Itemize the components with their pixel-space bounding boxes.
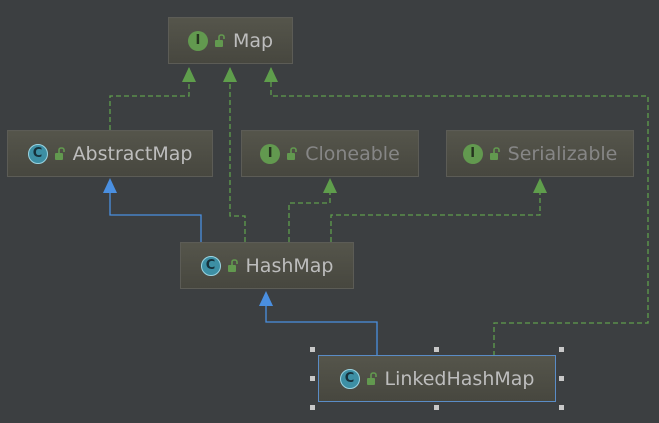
arrowhead-hashmap-abstractmap: [103, 178, 117, 193]
arrowhead-linkedhashmap-hashmap: [259, 291, 273, 306]
resize-handle-top-left[interactable]: [310, 347, 315, 352]
node-linked-hash-map[interactable]: C LinkedHashMap: [318, 355, 556, 402]
resize-handle-right[interactable]: [559, 376, 564, 381]
arrowhead-hashmap-serializable: [533, 178, 547, 193]
class-icon: C: [27, 143, 48, 164]
resize-handle-bottom[interactable]: [434, 405, 439, 410]
node-map[interactable]: I Map: [168, 17, 293, 64]
resize-handle-left[interactable]: [310, 376, 315, 381]
edge-linkedhashmap-to-hashmap: [265, 306, 378, 355]
arrowhead-linkedhashmap-map: [264, 67, 278, 82]
edge-hashmap-to-serializable: [330, 180, 541, 242]
node-serializable[interactable]: I Serializable: [446, 130, 634, 177]
resize-handle-top-right[interactable]: [559, 347, 564, 352]
arrowhead-hashmap-map: [223, 67, 237, 82]
unlocked-access-icon: [214, 33, 225, 47]
node-label: HashMap: [245, 254, 334, 277]
node-abstract-map[interactable]: C AbstractMap: [7, 130, 213, 177]
arrowhead-abstractmap-map: [182, 67, 196, 82]
unlocked-access-icon: [366, 371, 377, 385]
resize-handle-bottom-left[interactable]: [310, 405, 315, 410]
unlocked-access-icon: [489, 146, 500, 160]
node-label: Map: [232, 29, 274, 52]
node-label: Serializable: [507, 142, 618, 165]
edge-hashmap-to-cloneable: [288, 180, 331, 242]
node-hash-map[interactable]: C HashMap: [180, 242, 354, 289]
edge-hashmap-to-abstractmap: [109, 193, 202, 242]
class-icon: C: [339, 368, 360, 389]
node-label: AbstractMap: [72, 142, 193, 165]
resize-handle-top[interactable]: [434, 347, 439, 352]
unlocked-access-icon: [227, 258, 238, 272]
unlocked-access-icon: [287, 146, 298, 160]
node-cloneable[interactable]: I Cloneable: [241, 130, 419, 177]
edge-hashmap-to-map: [229, 68, 246, 242]
interface-icon: I: [187, 30, 208, 51]
edge-linkedhashmap-to-map: [270, 68, 649, 356]
class-icon: C: [200, 255, 221, 276]
resize-handle-bottom-right[interactable]: [559, 405, 564, 410]
unlocked-access-icon: [54, 146, 65, 160]
arrowhead-hashmap-cloneable: [323, 178, 337, 193]
node-label: LinkedHashMap: [384, 367, 535, 390]
node-label: Cloneable: [305, 142, 400, 165]
interface-icon: I: [260, 143, 281, 164]
interface-icon: I: [462, 143, 483, 164]
edge-abstractmap-to-map: [109, 68, 190, 130]
